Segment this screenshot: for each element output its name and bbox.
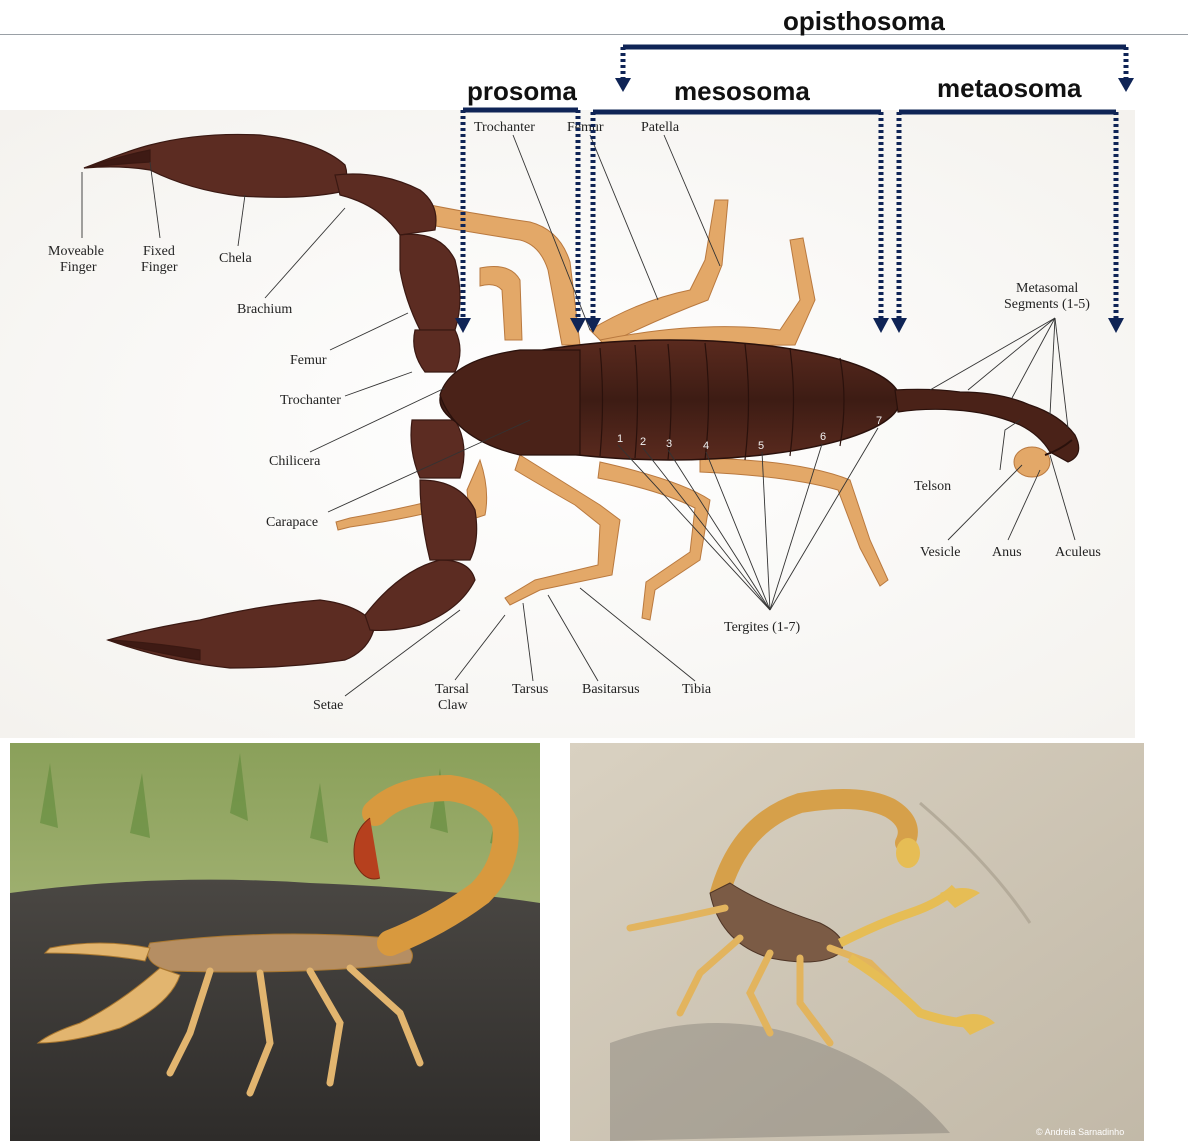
label-trochanter-top: Trochanter xyxy=(474,120,535,135)
tergite-number: 1 xyxy=(617,433,623,445)
label-metasomal-line1: Metasomal xyxy=(1016,281,1078,296)
scorpion-photo-right: © Andreia Sarnadinho xyxy=(570,743,1144,1141)
region-labels: opisthosoma prosoma mesosoma metaosoma xyxy=(467,6,1082,106)
label-fixed-finger-line2: Finger xyxy=(141,260,178,275)
tergite-number: 3 xyxy=(666,438,672,450)
label-telson: Telson xyxy=(914,479,951,494)
label-tarsal-claw-line2: Claw xyxy=(438,698,468,713)
label-moveable-finger-line1: Moveable xyxy=(48,244,104,259)
label-moveable-finger-line2: Finger xyxy=(60,260,97,275)
label-chilicera: Chilicera xyxy=(269,454,321,469)
tergite-number: 7 xyxy=(876,415,882,427)
photo-credit: © Andreia Sarnadinho xyxy=(1036,1127,1124,1137)
label-chela: Chela xyxy=(219,251,252,266)
tergite-number: 6 xyxy=(820,431,826,443)
label-tarsus: Tarsus xyxy=(512,682,548,697)
label-brachium: Brachium xyxy=(237,302,292,317)
label-metasomal-line2: Segments (1-5) xyxy=(1004,297,1090,312)
label-vesicle: Vesicle xyxy=(920,545,960,560)
region-label-opisthosoma: opisthosoma xyxy=(783,6,945,36)
label-tibia: Tibia xyxy=(682,682,712,697)
region-label-metaosoma: metaosoma xyxy=(937,73,1082,103)
label-femur-top: Femur xyxy=(567,120,604,135)
tergite-number: 4 xyxy=(703,440,709,452)
scorpion-photo-left xyxy=(10,743,540,1141)
scorpion-anatomy-diagram: 1 2 3 4 5 6 7 xyxy=(0,0,1188,740)
label-basitarsus: Basitarsus xyxy=(582,682,640,697)
tergite-number: 5 xyxy=(758,440,764,452)
label-aculeus: Aculeus xyxy=(1055,545,1101,560)
label-femur-left: Femur xyxy=(290,353,327,368)
label-carapace: Carapace xyxy=(266,515,318,530)
label-anus: Anus xyxy=(992,545,1022,560)
label-patella: Patella xyxy=(641,120,680,135)
label-setae: Setae xyxy=(313,698,343,713)
label-tarsal-claw-line1: Tarsal xyxy=(435,682,469,697)
region-label-mesosoma: mesosoma xyxy=(674,76,810,106)
label-tergites: Tergites (1-7) xyxy=(724,620,800,635)
region-label-prosoma: prosoma xyxy=(467,76,577,106)
tergite-number: 2 xyxy=(640,436,646,448)
label-fixed-finger-line1: Fixed xyxy=(143,244,175,259)
label-trochanter-left: Trochanter xyxy=(280,393,341,408)
